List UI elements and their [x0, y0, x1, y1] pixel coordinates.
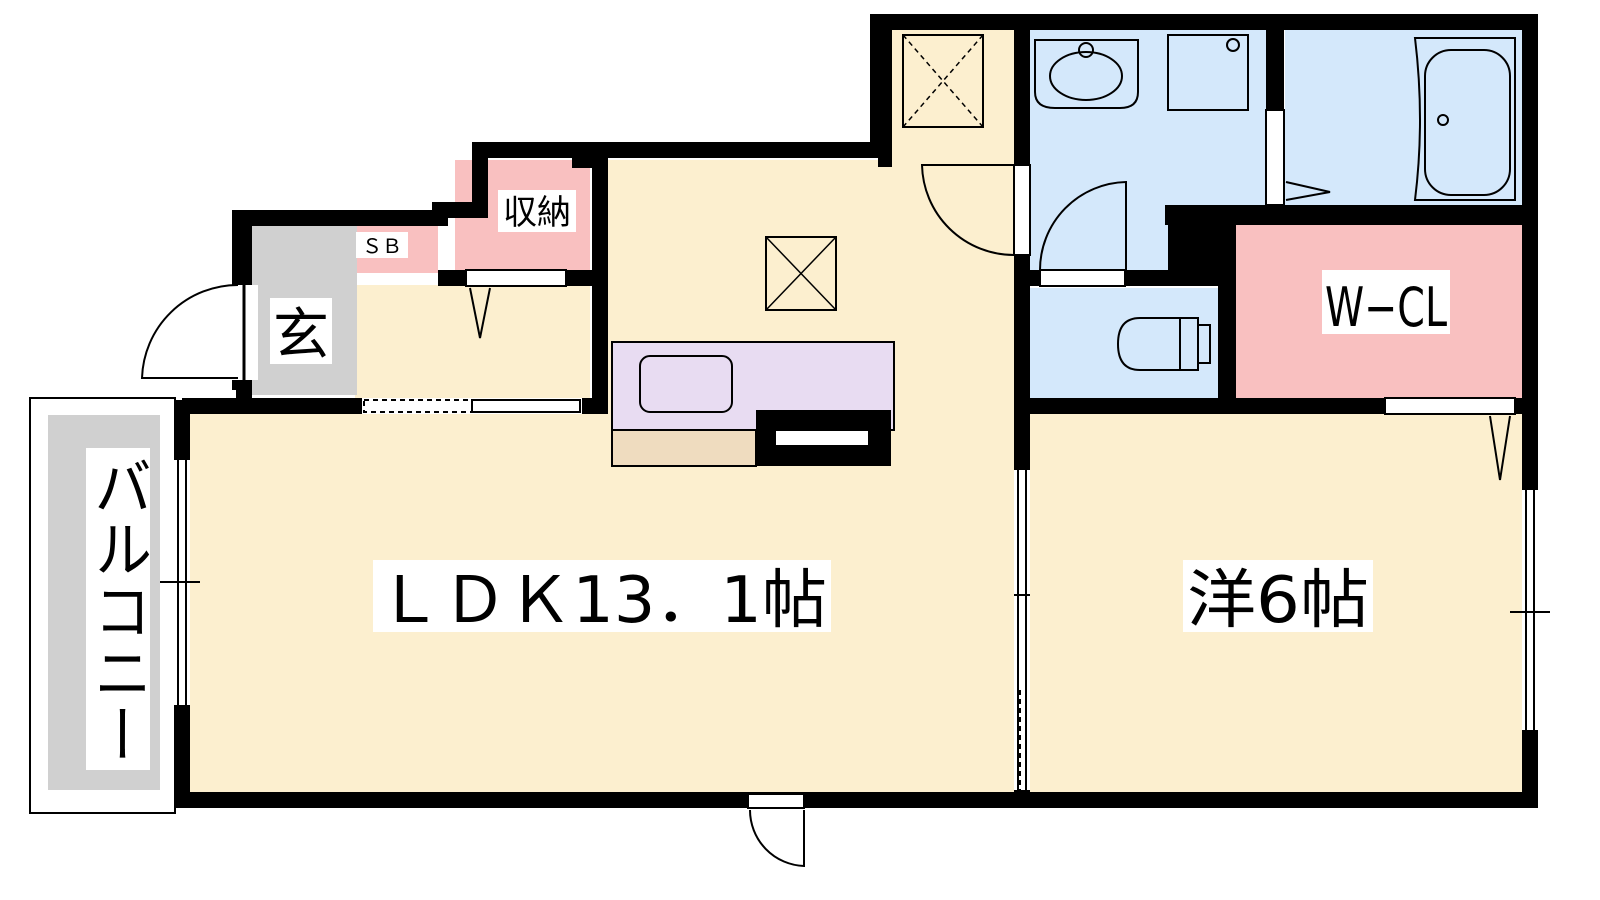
west-window-gap	[1522, 490, 1538, 730]
washbasin	[1034, 39, 1139, 109]
entrance-label: 玄	[273, 303, 329, 368]
shoebox-label: ＳＢ	[362, 234, 402, 258]
walkin-closet-label: W−CL	[1325, 276, 1447, 339]
door-swings	[140, 164, 1127, 868]
label-backgrounds	[86, 190, 1450, 770]
bottom-door-gap	[748, 794, 804, 810]
wall-hall-left	[878, 22, 892, 167]
wall-storage-right	[572, 150, 608, 168]
kitchen-wood-shelf	[611, 429, 757, 467]
room-labels: ＬＤＫ13．1帖 洋6帖 玄 収納 ＳＢ W−CL バルコニー	[84, 193, 1447, 765]
toilet-bowl	[1116, 317, 1181, 371]
bathtub	[1424, 49, 1511, 196]
bath-door	[1265, 109, 1285, 206]
hatch-kitchen	[765, 236, 837, 311]
bathroom-floor	[1285, 30, 1525, 205]
wall-closet-top	[1165, 205, 1530, 225]
corridor-floor	[355, 285, 590, 410]
balcony-label: バルコニー	[84, 455, 152, 765]
wall-closet-left	[1218, 205, 1236, 400]
storage-door	[465, 269, 567, 287]
ldk-label: ＬＤＫ13．1帖	[377, 564, 827, 638]
bathtub-frame	[1413, 37, 1516, 201]
western-room-label: 洋6帖	[1187, 564, 1369, 638]
hall-floor-upper	[888, 30, 1020, 165]
kitchen-sink	[639, 355, 733, 413]
bottom-door-swing	[749, 809, 805, 868]
openings	[160, 109, 1550, 810]
fixtures	[611, 34, 1516, 467]
hall-door	[1013, 164, 1031, 256]
wash-door	[1039, 269, 1126, 287]
wash-door-swing	[1039, 180, 1127, 271]
storage-label: 収納	[503, 193, 571, 233]
hall-door-swing	[920, 164, 1015, 256]
toilet-floor	[1030, 288, 1220, 398]
wall-pillar	[1168, 212, 1218, 270]
hatch-upper	[902, 34, 984, 128]
washing-machine	[1167, 34, 1249, 111]
entrance-door-swing	[140, 284, 239, 379]
closet-door	[1384, 397, 1516, 415]
sliding-door-ldk-west	[1014, 470, 1030, 790]
